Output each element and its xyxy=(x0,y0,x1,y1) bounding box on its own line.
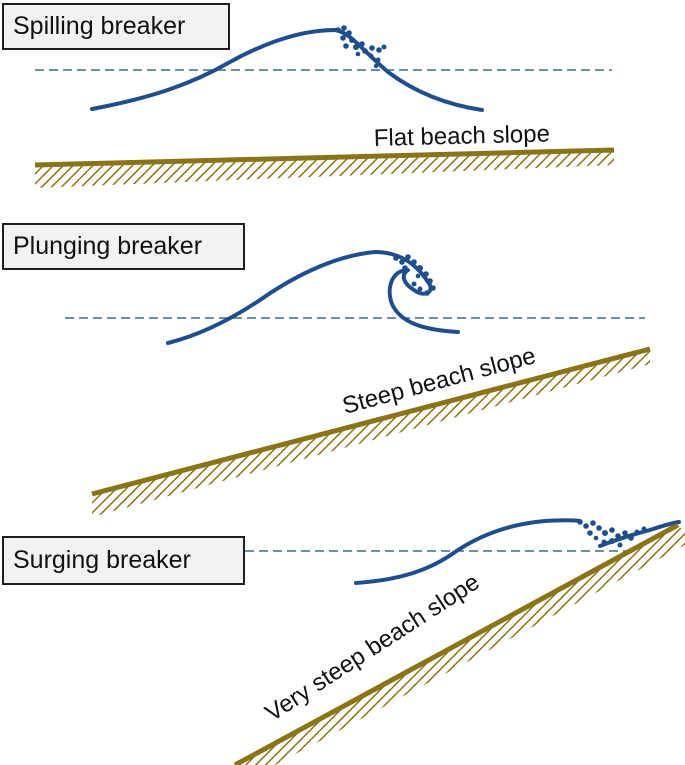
plunging-breaker-label: Plunging breaker xyxy=(2,223,245,270)
spilling-breaker-text: Spilling breaker xyxy=(13,12,186,40)
flat-beach-slope-label: Flat beach slope xyxy=(373,120,550,152)
beach-hatch-2 xyxy=(92,349,650,517)
surging-breaker-text: Surging breaker xyxy=(13,546,191,574)
beach-hatch-1 xyxy=(35,150,614,188)
surging-panel: Very steep beach slope xyxy=(233,518,685,765)
spilling-breaker-label: Spilling breaker xyxy=(2,3,230,50)
spilling-panel: Flat beach slope xyxy=(34,25,615,188)
plunging-breaker-text: Plunging breaker xyxy=(13,232,203,260)
beach-slope-1 xyxy=(34,147,615,168)
foam-1 xyxy=(335,25,387,69)
foam-2 xyxy=(393,254,436,296)
wave-profile-3 xyxy=(354,518,582,585)
beach-slope-2 xyxy=(91,346,651,497)
beach-slope-3 xyxy=(233,522,680,765)
wave-profile-2 xyxy=(166,250,460,345)
foam-3 xyxy=(577,519,647,548)
wave-profile-1 xyxy=(90,27,484,112)
surging-breaker-label: Surging breaker xyxy=(2,536,245,585)
plunging-panel: Steep beach slope xyxy=(65,250,651,517)
